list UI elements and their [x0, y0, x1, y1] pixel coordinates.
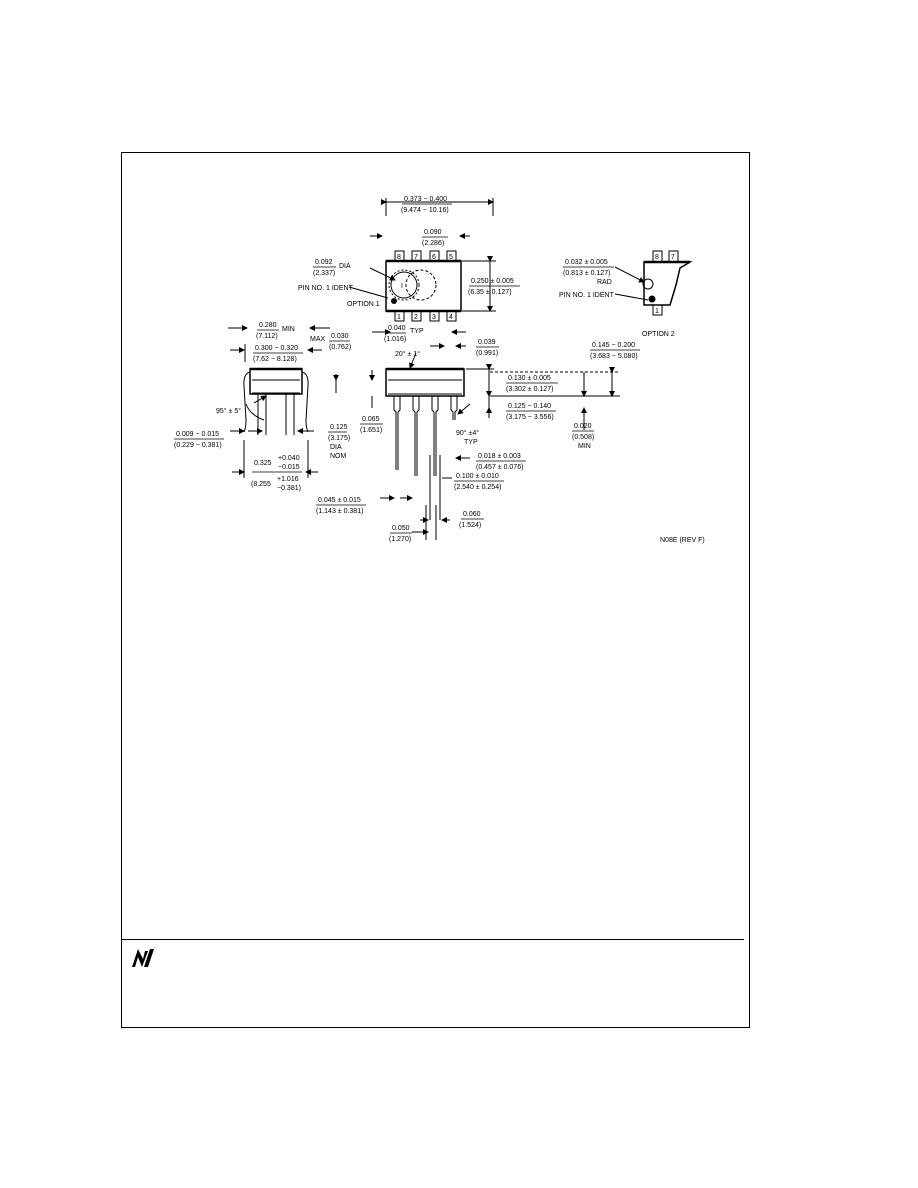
row-span-mm-minus: −0.381) [277, 485, 301, 492]
option2-label: OPTION 2 [642, 331, 675, 338]
pitch-top-label: 0.090 [424, 229, 442, 236]
option1-label: OPTION 1 [347, 301, 380, 308]
top-view [348, 198, 496, 349]
taper-label: 20° ± 1° [395, 350, 420, 358]
national-semiconductor-logo-icon [132, 949, 154, 967]
pin-number-2: 2 [414, 314, 418, 321]
pitch-label: 0.100 ± 0.010 [456, 473, 499, 480]
option2-rad-suffix: RAD [597, 279, 612, 286]
option2-pin1-ident-label: PIN NO. 1 IDENT [559, 292, 615, 299]
option2-pin-1: 1 [655, 308, 659, 315]
pin-number-4: 4 [449, 314, 453, 321]
top-view-labels: 0.373 − 0.400 (9.474 − 10.16) 0.090 (2.2… [298, 196, 520, 357]
row-span-minus: −0.015 [278, 464, 300, 471]
height-max-mm-label: (3.683 − 5.080) [590, 353, 638, 360]
lead-thickness-label: 0.009 − 0.015 [176, 431, 219, 438]
standoff-label: 0.020 [574, 423, 592, 430]
option2-view [614, 250, 693, 316]
footer-divider [121, 939, 744, 940]
pitch-top-mm-label: (2.286) [422, 240, 444, 247]
lead-length-mm-label: (3.175 − 3.556) [506, 414, 554, 421]
max-val-mm-label: (0.762) [329, 344, 351, 351]
end-nom-label: NOM [330, 453, 347, 460]
row-span-plus: +0.040 [278, 455, 300, 462]
body-width-mm-label: (6.35 ± 0.127) [468, 289, 512, 296]
overall-width-mm-label: (9.474 − 10.16) [401, 207, 449, 214]
pad-mm-label: (1.016) [384, 336, 406, 343]
angle-label: 95° ± 5° [216, 407, 241, 415]
body-height-label: 0.130 ± 0.005 [508, 375, 551, 382]
side-view [369, 352, 620, 540]
pin-number-5: 5 [449, 254, 453, 261]
max-val-label: 0.030 [331, 333, 349, 340]
end-lead-mm-label: (1.270) [389, 536, 411, 543]
seat-label: 0.065 [362, 416, 380, 423]
width-min-mm-label: (7.112) [256, 333, 278, 340]
row-span-main: 0.325 [254, 460, 272, 467]
dia-suffix-label: DIA [339, 263, 351, 270]
pad-typ-label: TYP [410, 328, 424, 335]
option2-pin-8: 8 [655, 254, 659, 261]
drawing-code-label: N08E (REV F) [660, 537, 705, 544]
overall-width-label: 0.373 − 0.400 [404, 196, 447, 203]
width-min-label: 0.280 [259, 322, 277, 329]
pin-number-6: 6 [432, 254, 436, 261]
pin1-ident-label: PIN NO. 1 IDENT [298, 285, 354, 292]
body-height-mm-label: (3.302 ± 0.127) [506, 386, 553, 393]
lead-angle-typ-label: TYP [464, 439, 478, 446]
pin-number-7: 7 [414, 254, 418, 261]
end-view [228, 325, 339, 478]
end-lead-label: 0.050 [392, 525, 410, 532]
option2-rad-mm-label: (0.813 ± 0.127) [563, 270, 610, 277]
pad-label: 0.040 [388, 325, 406, 332]
height-max-label: 0.145 − 0.200 [592, 342, 635, 349]
end-view-labels: 0.280 MIN (7.112) MAX 0.030 (0.762) 0.30… [174, 322, 351, 492]
width-min-suffix: MIN [282, 326, 295, 333]
standoff-min-label: MIN [578, 443, 591, 450]
end-dia-label: 0.125 [330, 424, 348, 431]
seat-mm-label: (1.651) [360, 427, 382, 434]
side-view-labels: 20° ± 1° 0.065 (1.651) 0.145 − 0.200 (3.… [316, 342, 705, 544]
lead-tip-mm-label: (1.524) [459, 522, 481, 529]
lead-span-label: 0.300 − 0.320 [255, 345, 298, 352]
pin-number-3: 3 [432, 314, 436, 321]
pin-number-1: 1 [397, 314, 401, 321]
lead-angle-label: 90° ±4° [456, 429, 479, 437]
lead-width-label: 0.018 ± 0.003 [478, 453, 521, 460]
row-span-mm-plus: +1.016 [277, 476, 299, 483]
lead-length-label: 0.125 − 0.140 [508, 403, 551, 410]
pin-number-8: 8 [397, 254, 401, 261]
pin1-circle-mark: I [401, 283, 403, 290]
gap-label: 0.039 [478, 339, 496, 346]
dia-mm-label: (2.337) [313, 270, 335, 277]
pitch-mm-label: (2.540 ± 0.254) [454, 484, 501, 491]
dia-label: 0.092 [315, 259, 333, 266]
lead-span-mm-label: (7.62 − 8.128) [253, 356, 297, 363]
body-width-label: 0.250 ± 0.005 [471, 278, 514, 285]
standoff-mm-label: (0.508) [572, 434, 594, 441]
lead-width-mm-label: (0.457 ± 0.076) [476, 464, 523, 471]
max-label: MAX [310, 336, 326, 343]
shoulder-mm-label: (1.143 ± 0.381) [316, 508, 363, 515]
end-dia-suffix: DIA [330, 444, 342, 451]
end-dia-mm-label: (3.175) [328, 435, 350, 442]
option2-rad-label: 0.032 ± 0.005 [565, 259, 608, 266]
shoulder-label: 0.045 ± 0.015 [318, 497, 361, 504]
lead-tip-label: 0.060 [463, 511, 481, 518]
option2-labels: 0.032 ± 0.005 (0.813 ± 0.127) RAD PIN NO… [559, 254, 675, 338]
option2-pin-7: 7 [671, 254, 675, 261]
datasheet-page-frame [121, 152, 750, 1028]
gap-mm-label: (0.991) [476, 350, 498, 357]
row-span-mm-main: (8.255 [251, 481, 271, 488]
lead-thickness-mm-label: (0.229 − 0.381) [174, 442, 222, 449]
